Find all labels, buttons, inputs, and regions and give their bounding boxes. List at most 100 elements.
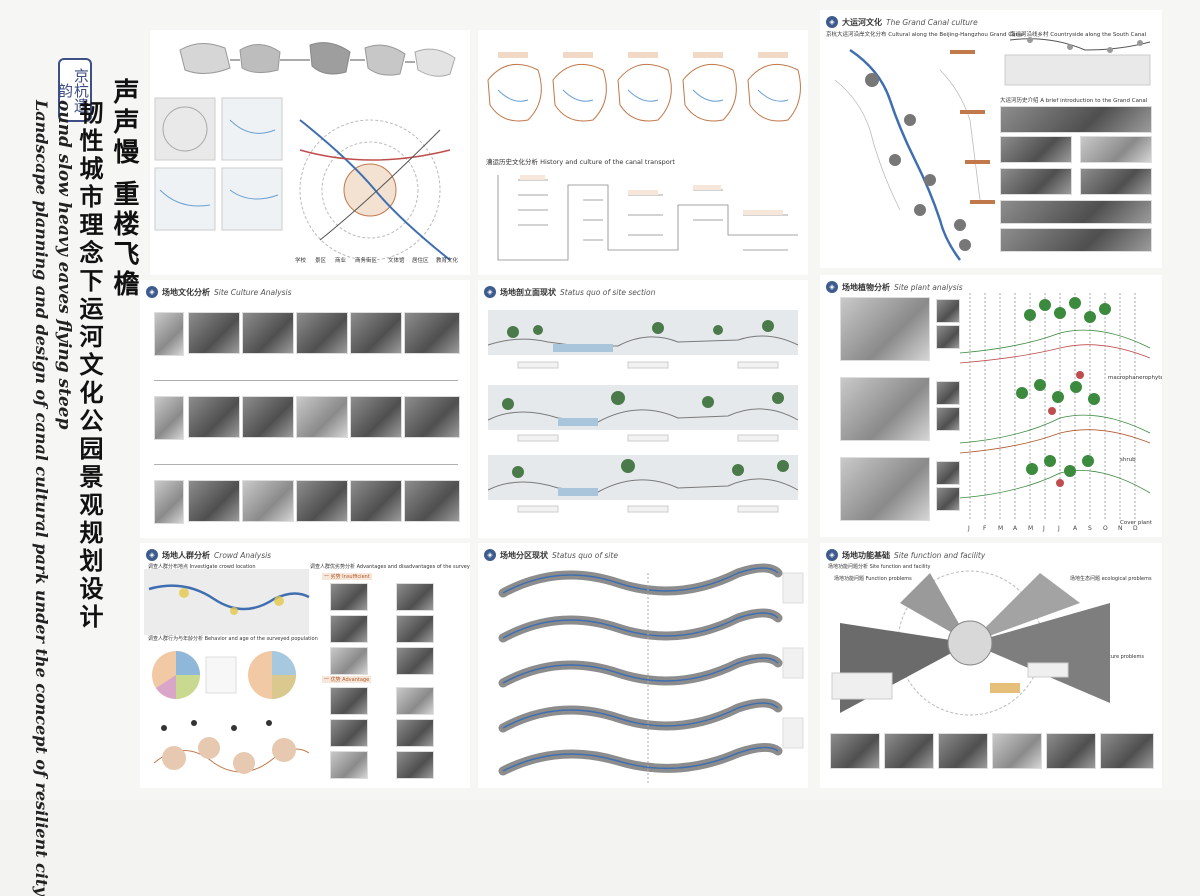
function-photo-4 (992, 733, 1042, 769)
crowd-pie-charts (152, 651, 296, 699)
crowd-sub1: 调查人群分布地点 Investigate crowd location (148, 564, 256, 570)
crowd-photo-1 (330, 583, 368, 611)
plant-photo-3 (936, 381, 960, 405)
section-drawings (487, 310, 799, 513)
plant-photo-1 (936, 299, 960, 323)
panel-crowd-analysis: ◈ 场地人群分析 Crowd Analysis 调查人群分布地点 Investi… (140, 543, 470, 788)
crowd-photo-2 (396, 583, 434, 611)
plant-photo-2 (936, 325, 960, 349)
label-macrophanerophytes: macrophanerophytes (1108, 375, 1162, 381)
legend-scenic: 景区 (315, 258, 327, 264)
function-photo-1 (830, 733, 880, 769)
legend-commercial-block: 商务街区 (355, 258, 378, 264)
seal-icon: 京杭遗韵 (56, 58, 92, 122)
canal-photo-6 (1000, 200, 1152, 224)
section-badge-icon: ◈ (484, 286, 496, 298)
culture-photo-12 (242, 480, 294, 522)
legend-school: 学校 (295, 258, 307, 264)
function-radial-diagram (831, 570, 1110, 716)
legend-residential: 居住区 (412, 258, 429, 264)
divider (154, 380, 458, 381)
canal-map (834, 37, 1151, 261)
label-shrub: shrub (1120, 457, 1136, 463)
panel-header: ◈ 场地植物分析 Site plant analysis (826, 279, 963, 295)
crowd-photo-5 (330, 647, 368, 675)
section-badge-icon: ◈ (826, 281, 838, 293)
culture-photo-6 (188, 396, 240, 438)
canal-photo-2 (1000, 136, 1072, 163)
location-maps (154, 42, 456, 261)
culture-photo-8 (296, 396, 348, 438)
culture-photo-15 (404, 480, 460, 522)
function-photo-3 (938, 733, 988, 769)
month-label: O (1103, 525, 1108, 532)
plant-map-3 (840, 457, 930, 521)
crowd-photo-8 (396, 687, 434, 715)
title-cn-line3: 韧性城市理念下运河文化公园景观规划设计 (75, 100, 104, 632)
timeline-chart (497, 175, 798, 261)
title-cn-line2: 重楼飞檐 (109, 180, 139, 300)
month-label: N (1118, 525, 1123, 532)
function-photo-5 (1046, 733, 1096, 769)
plant-map-1 (840, 297, 930, 361)
canal-transport-heading: 漕运历史文化分析 History and culture of the cana… (486, 158, 675, 166)
panel-header: ◈ 场地剖立面现状 Status quo of site section (484, 284, 655, 300)
title-en-line2: Landscape planning and design of canal c… (32, 100, 51, 896)
culture-photo-7 (242, 396, 294, 438)
function-sub2: 场地功能问题 Function problems (834, 576, 912, 582)
culture-photo-13 (296, 480, 348, 522)
plant-phenology-chart (960, 293, 1151, 521)
function-sub3: 场地生态问题 ecological problems (1070, 576, 1152, 582)
panel-header: ◈ 场地功能基础 Site function and facility (826, 547, 985, 563)
section-badge-icon: ◈ (826, 549, 838, 561)
divider (154, 464, 458, 465)
crowd-behavior-circles (153, 720, 310, 774)
title-block: 京杭遗韵 声声慢 重楼飞檐 韧性城市理念下运河文化公园景观规划设计 ound s… (10, 40, 145, 896)
panel-plant-analysis: ◈ 场地植物分析 Site plant analysis (820, 275, 1162, 537)
month-label: S (1088, 525, 1092, 532)
plant-photo-6 (936, 487, 960, 511)
grand-canal-sub1: 京杭大运河沿岸文化分布 Cultural along the Beijing-H… (826, 32, 1024, 38)
legend-business: 商业 (335, 258, 347, 264)
function-photo-6 (1100, 733, 1154, 769)
panel-header: ◈ 场地人群分析 Crowd Analysis (146, 547, 271, 563)
panel-site-culture: ◈ 场地文化分析 Site Culture Analysis (140, 280, 470, 538)
site-zone-strips (498, 563, 804, 783)
culture-photo-2 (242, 312, 294, 354)
culture-photo-5 (404, 312, 460, 354)
crowd-photo-9 (330, 719, 368, 747)
culture-map-3 (154, 480, 184, 524)
label-cover-plant: Cover plant (1120, 520, 1152, 526)
title-en-line1: ound slow heavy eaves flying steep (54, 100, 74, 430)
section-badge-icon: ◈ (146, 286, 158, 298)
panel-site-section: ◈ 场地剖立面现状 Status quo of site section (478, 280, 808, 538)
month-label: J (1058, 525, 1060, 532)
canal-photo-7 (1000, 228, 1152, 252)
canal-photo-3 (1080, 136, 1152, 163)
plant-photo-5 (936, 461, 960, 485)
panel-site-function: ◈ 场地功能基础 Site function and facility 场地功能… (820, 543, 1162, 788)
crowd-photo-3 (330, 615, 368, 643)
canal-photo-5 (1080, 168, 1152, 195)
culture-photo-9 (350, 396, 402, 438)
month-label: M (998, 525, 1004, 532)
transport-maps (487, 52, 801, 122)
crowd-tag-insufficient: 一 劣势 Insufficient (322, 573, 372, 580)
culture-map-1 (154, 312, 184, 356)
crowd-photo-7 (330, 687, 368, 715)
grand-canal-sub2: 南运河沿线乡村 Countryside along the South Cana… (1010, 32, 1147, 38)
culture-photo-4 (350, 312, 402, 354)
culture-photo-3 (296, 312, 348, 354)
month-label: A (1073, 525, 1078, 532)
crowd-map (144, 569, 310, 635)
crowd-sub2: 调查人群优劣势分析 Advantages and disadvantages o… (310, 564, 470, 570)
culture-photo-14 (350, 480, 402, 522)
canal-photo-4 (1000, 168, 1072, 195)
plant-map-2 (840, 377, 930, 441)
month-label: J (968, 525, 970, 532)
month-label: F (983, 525, 987, 532)
crowd-photo-12 (396, 751, 434, 779)
legend-sports-hall: 文体馆 (388, 258, 405, 264)
crowd-sub3: 调查人群行为与年龄分析 Behavior and age of the surv… (148, 636, 318, 642)
